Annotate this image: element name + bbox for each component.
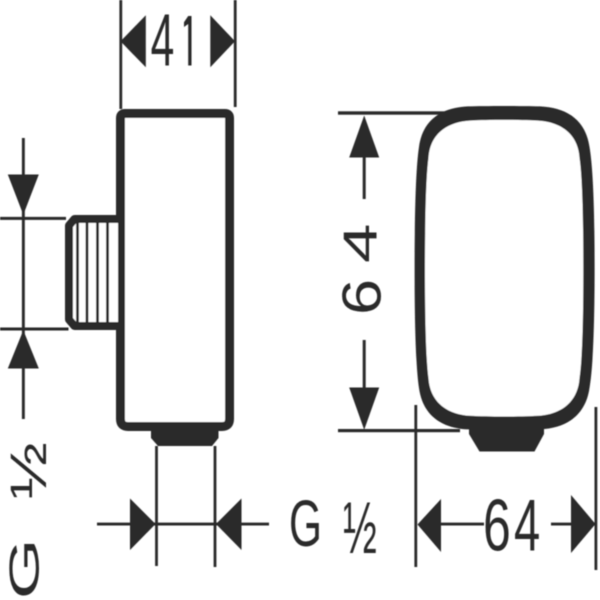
svg-text:G: G <box>289 487 322 561</box>
svg-text:6: 6 <box>483 485 511 567</box>
svg-text:½: ½ <box>343 489 377 569</box>
svg-text:4: 4 <box>514 485 540 567</box>
svg-text:4: 4 <box>333 224 387 263</box>
svg-text:½: ½ <box>0 442 57 499</box>
svg-text:6: 6 <box>331 279 392 315</box>
svg-text:G: G <box>1 538 47 599</box>
svg-text:4: 4 <box>151 0 175 81</box>
